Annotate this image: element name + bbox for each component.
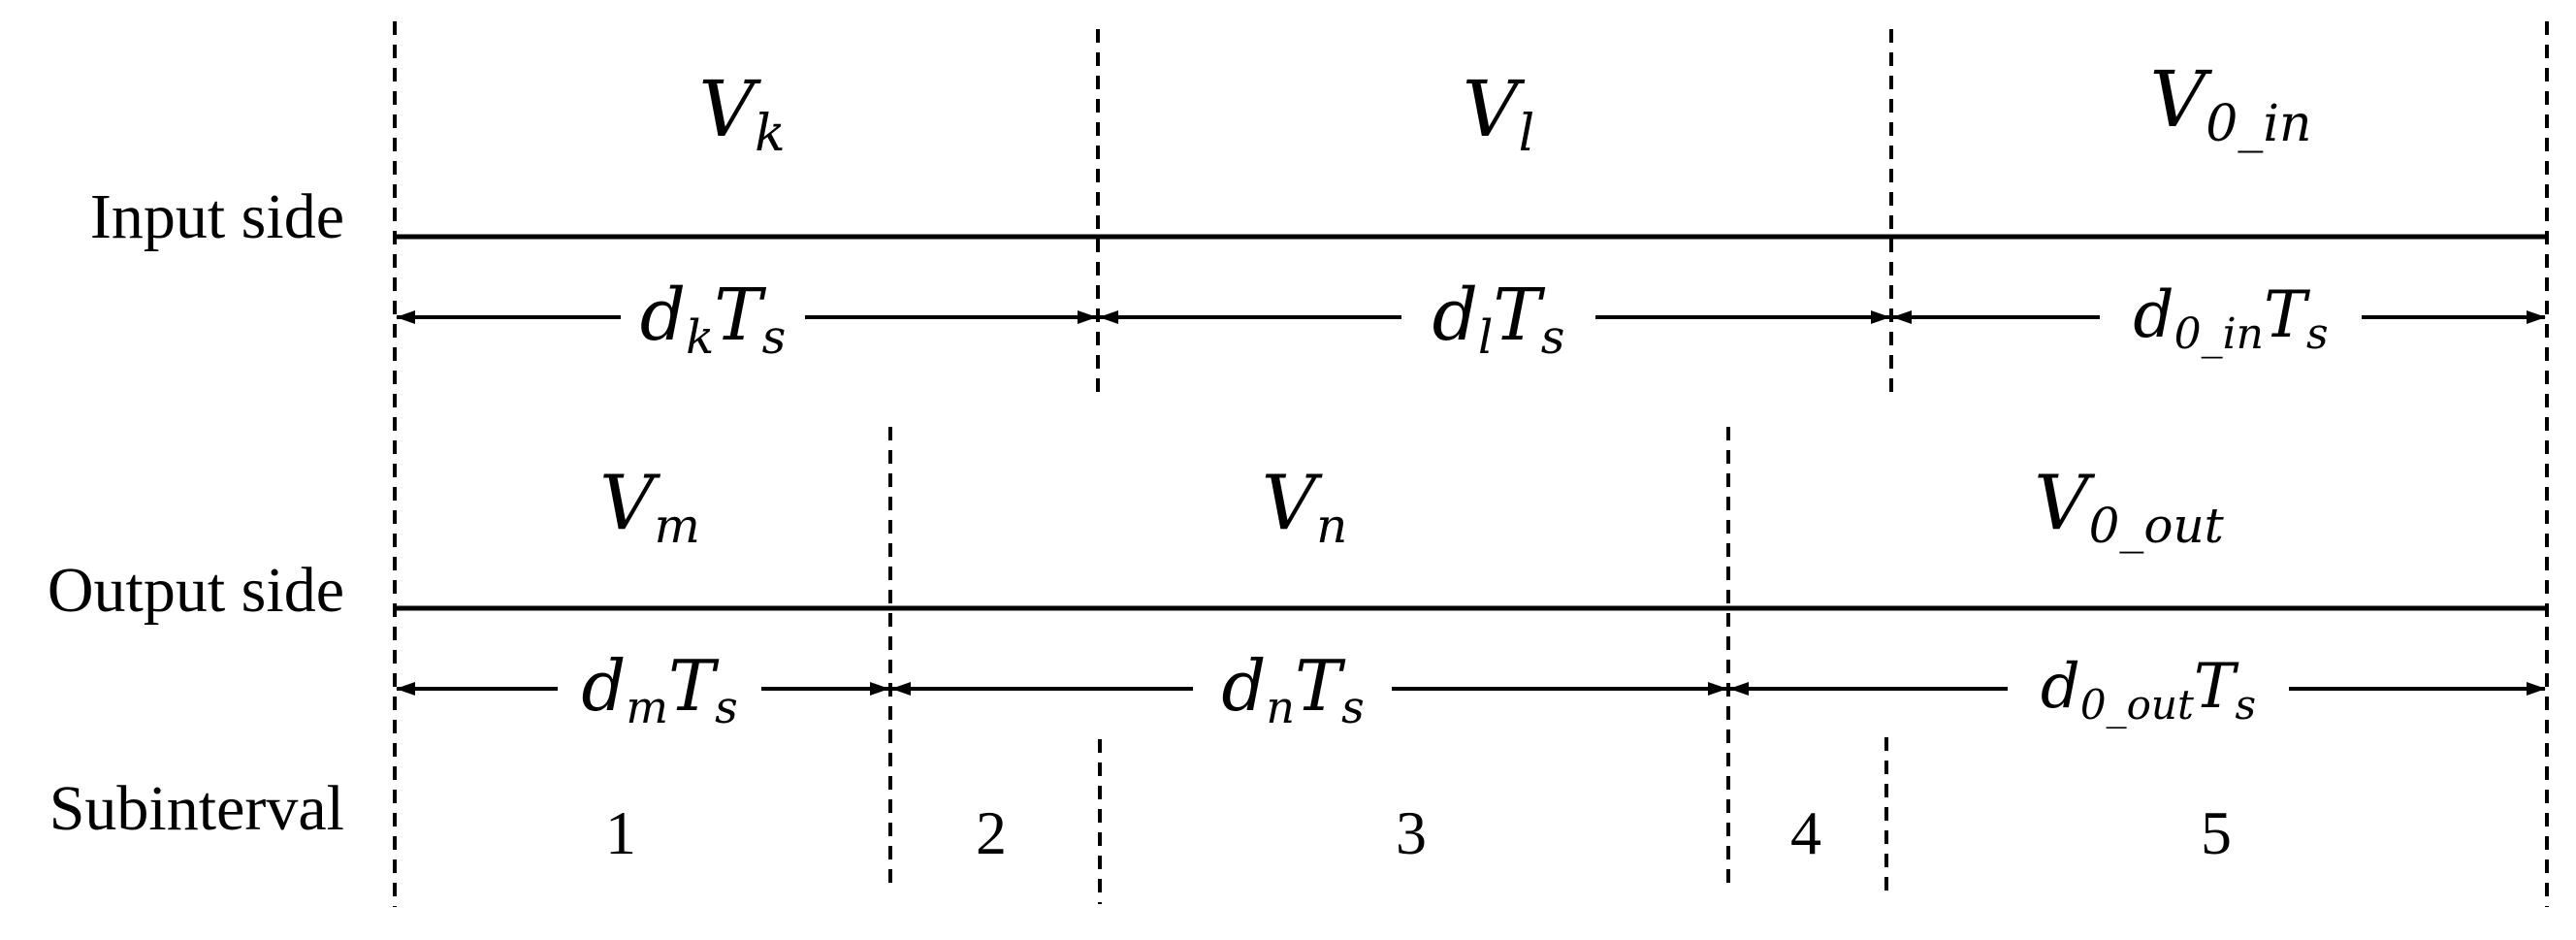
d0out-tail: T bbox=[2194, 651, 2239, 723]
vm-sub: m bbox=[654, 498, 699, 554]
input-voltage-vk: Vk bbox=[698, 64, 785, 163]
v0out-sub: 0_out bbox=[2089, 498, 2225, 554]
vk-sub: k bbox=[755, 105, 786, 163]
dk-tailsub: s bbox=[762, 310, 787, 365]
output-voltage-vm: Vm bbox=[599, 460, 700, 554]
dm-sub: m bbox=[626, 681, 668, 733]
dm-tail: T bbox=[668, 645, 720, 727]
input-voltage-vl: Vl bbox=[1463, 64, 1534, 163]
input-voltage-v0in: V0_in bbox=[2150, 54, 2312, 153]
dm-tailsub: s bbox=[715, 681, 738, 733]
subinterval-number-4: 4 bbox=[1790, 798, 1821, 867]
vl-base: V bbox=[1463, 64, 1526, 154]
d0in-sub: 0_in bbox=[2174, 309, 2264, 359]
input-side-label: Input side bbox=[90, 181, 344, 252]
vl-sub: l bbox=[1519, 105, 1535, 163]
output-side-label: Output side bbox=[48, 555, 344, 626]
subinterval-number-3: 3 bbox=[1396, 798, 1427, 867]
dl-tail: T bbox=[1493, 274, 1545, 357]
vm-base: V bbox=[599, 460, 660, 547]
input-duration-d0in: d0_inTs bbox=[2133, 277, 2328, 359]
subinterval-number-1: 1 bbox=[605, 798, 636, 867]
d0out-base: d bbox=[2041, 651, 2080, 723]
dk-base: d bbox=[640, 274, 686, 357]
dn-tailsub: s bbox=[1341, 681, 1365, 733]
d0in-base: d bbox=[2133, 277, 2174, 352]
v0out-base: V bbox=[2034, 460, 2095, 547]
dk-tail: T bbox=[714, 274, 766, 357]
subinterval-number-2: 2 bbox=[976, 798, 1007, 867]
subinterval-label: Subinterval bbox=[49, 773, 344, 844]
input-duration-dl: dlTs bbox=[1433, 274, 1565, 365]
dk-sub: k bbox=[686, 310, 714, 365]
v0in-base: V bbox=[2150, 54, 2213, 145]
dn-tail: T bbox=[1295, 645, 1346, 727]
vn-base: V bbox=[1262, 460, 1323, 547]
output-voltage-vn: Vn bbox=[1262, 460, 1348, 554]
d0in-tailsub: s bbox=[2306, 309, 2329, 359]
v0in-sub: 0_in bbox=[2206, 95, 2311, 153]
d0out-tailsub: s bbox=[2236, 681, 2257, 729]
vk-base: V bbox=[698, 64, 761, 154]
dn-sub: n bbox=[1266, 681, 1295, 733]
dl-base: d bbox=[1433, 274, 1478, 357]
d0out-sub: 0_out bbox=[2080, 681, 2194, 729]
subinterval-number-5: 5 bbox=[2201, 798, 2232, 867]
output-duration-dm: dmTs bbox=[581, 645, 737, 733]
d0in-tail: T bbox=[2264, 277, 2311, 352]
dm-base: d bbox=[581, 645, 626, 727]
dl-sub: l bbox=[1478, 310, 1493, 365]
vn-sub: n bbox=[1316, 498, 1347, 554]
output-duration-dn: dnTs bbox=[1221, 645, 1364, 733]
output-duration-d0out: d0_outTs bbox=[2041, 651, 2256, 729]
dl-tailsub: s bbox=[1541, 310, 1565, 365]
input-duration-dk: dkTs bbox=[640, 274, 786, 365]
dn-base: d bbox=[1221, 645, 1266, 727]
output-voltage-v0out: V0_out bbox=[2034, 460, 2224, 554]
